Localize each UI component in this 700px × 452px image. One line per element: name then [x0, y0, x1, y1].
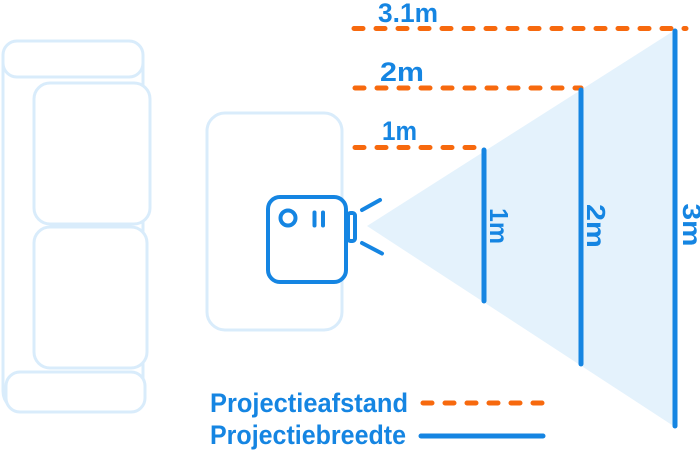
couch-top-view-icon: [1, 39, 152, 414]
width-marker-3m: 3m: [672, 28, 700, 429]
distance-label-2m: 2m: [380, 57, 424, 87]
couch-cushion-2: [32, 225, 149, 370]
projector-lens: [346, 211, 357, 243]
beam-line-bottom: [360, 241, 384, 256]
projector-icon: [266, 195, 384, 284]
legend-label-projection-width: Projectiebreedte: [210, 420, 406, 450]
width-marker-2m: 2m: [578, 87, 611, 367]
couch-armrest-bottom: [4, 370, 147, 414]
width-label-2m: 2m: [581, 204, 611, 248]
projection-cone: [367, 30, 675, 427]
legend-label-projection-distance: Projectieafstand: [210, 388, 408, 418]
width-label-3m: 3m: [677, 204, 700, 247]
distance-marker-3.1m: 3.1m: [351, 0, 689, 31]
distance-marker-2m: 2m: [352, 57, 584, 91]
couch-armrest-top: [1, 39, 145, 79]
distance-marker-1m: 1m: [352, 116, 486, 150]
distance-label-3.1m: 3.1m: [378, 0, 438, 28]
couch-cushion-1: [32, 81, 152, 226]
distance-label-1m: 1m: [382, 116, 417, 146]
width-label-1m: 1m: [484, 208, 514, 244]
projector-dial: [278, 208, 298, 228]
width-marker-1m: 1m: [481, 147, 514, 304]
projector-body: [266, 195, 348, 284]
legend: Projectieafstand Projectiebreedte: [210, 388, 547, 450]
beam-line-top: [360, 198, 382, 212]
